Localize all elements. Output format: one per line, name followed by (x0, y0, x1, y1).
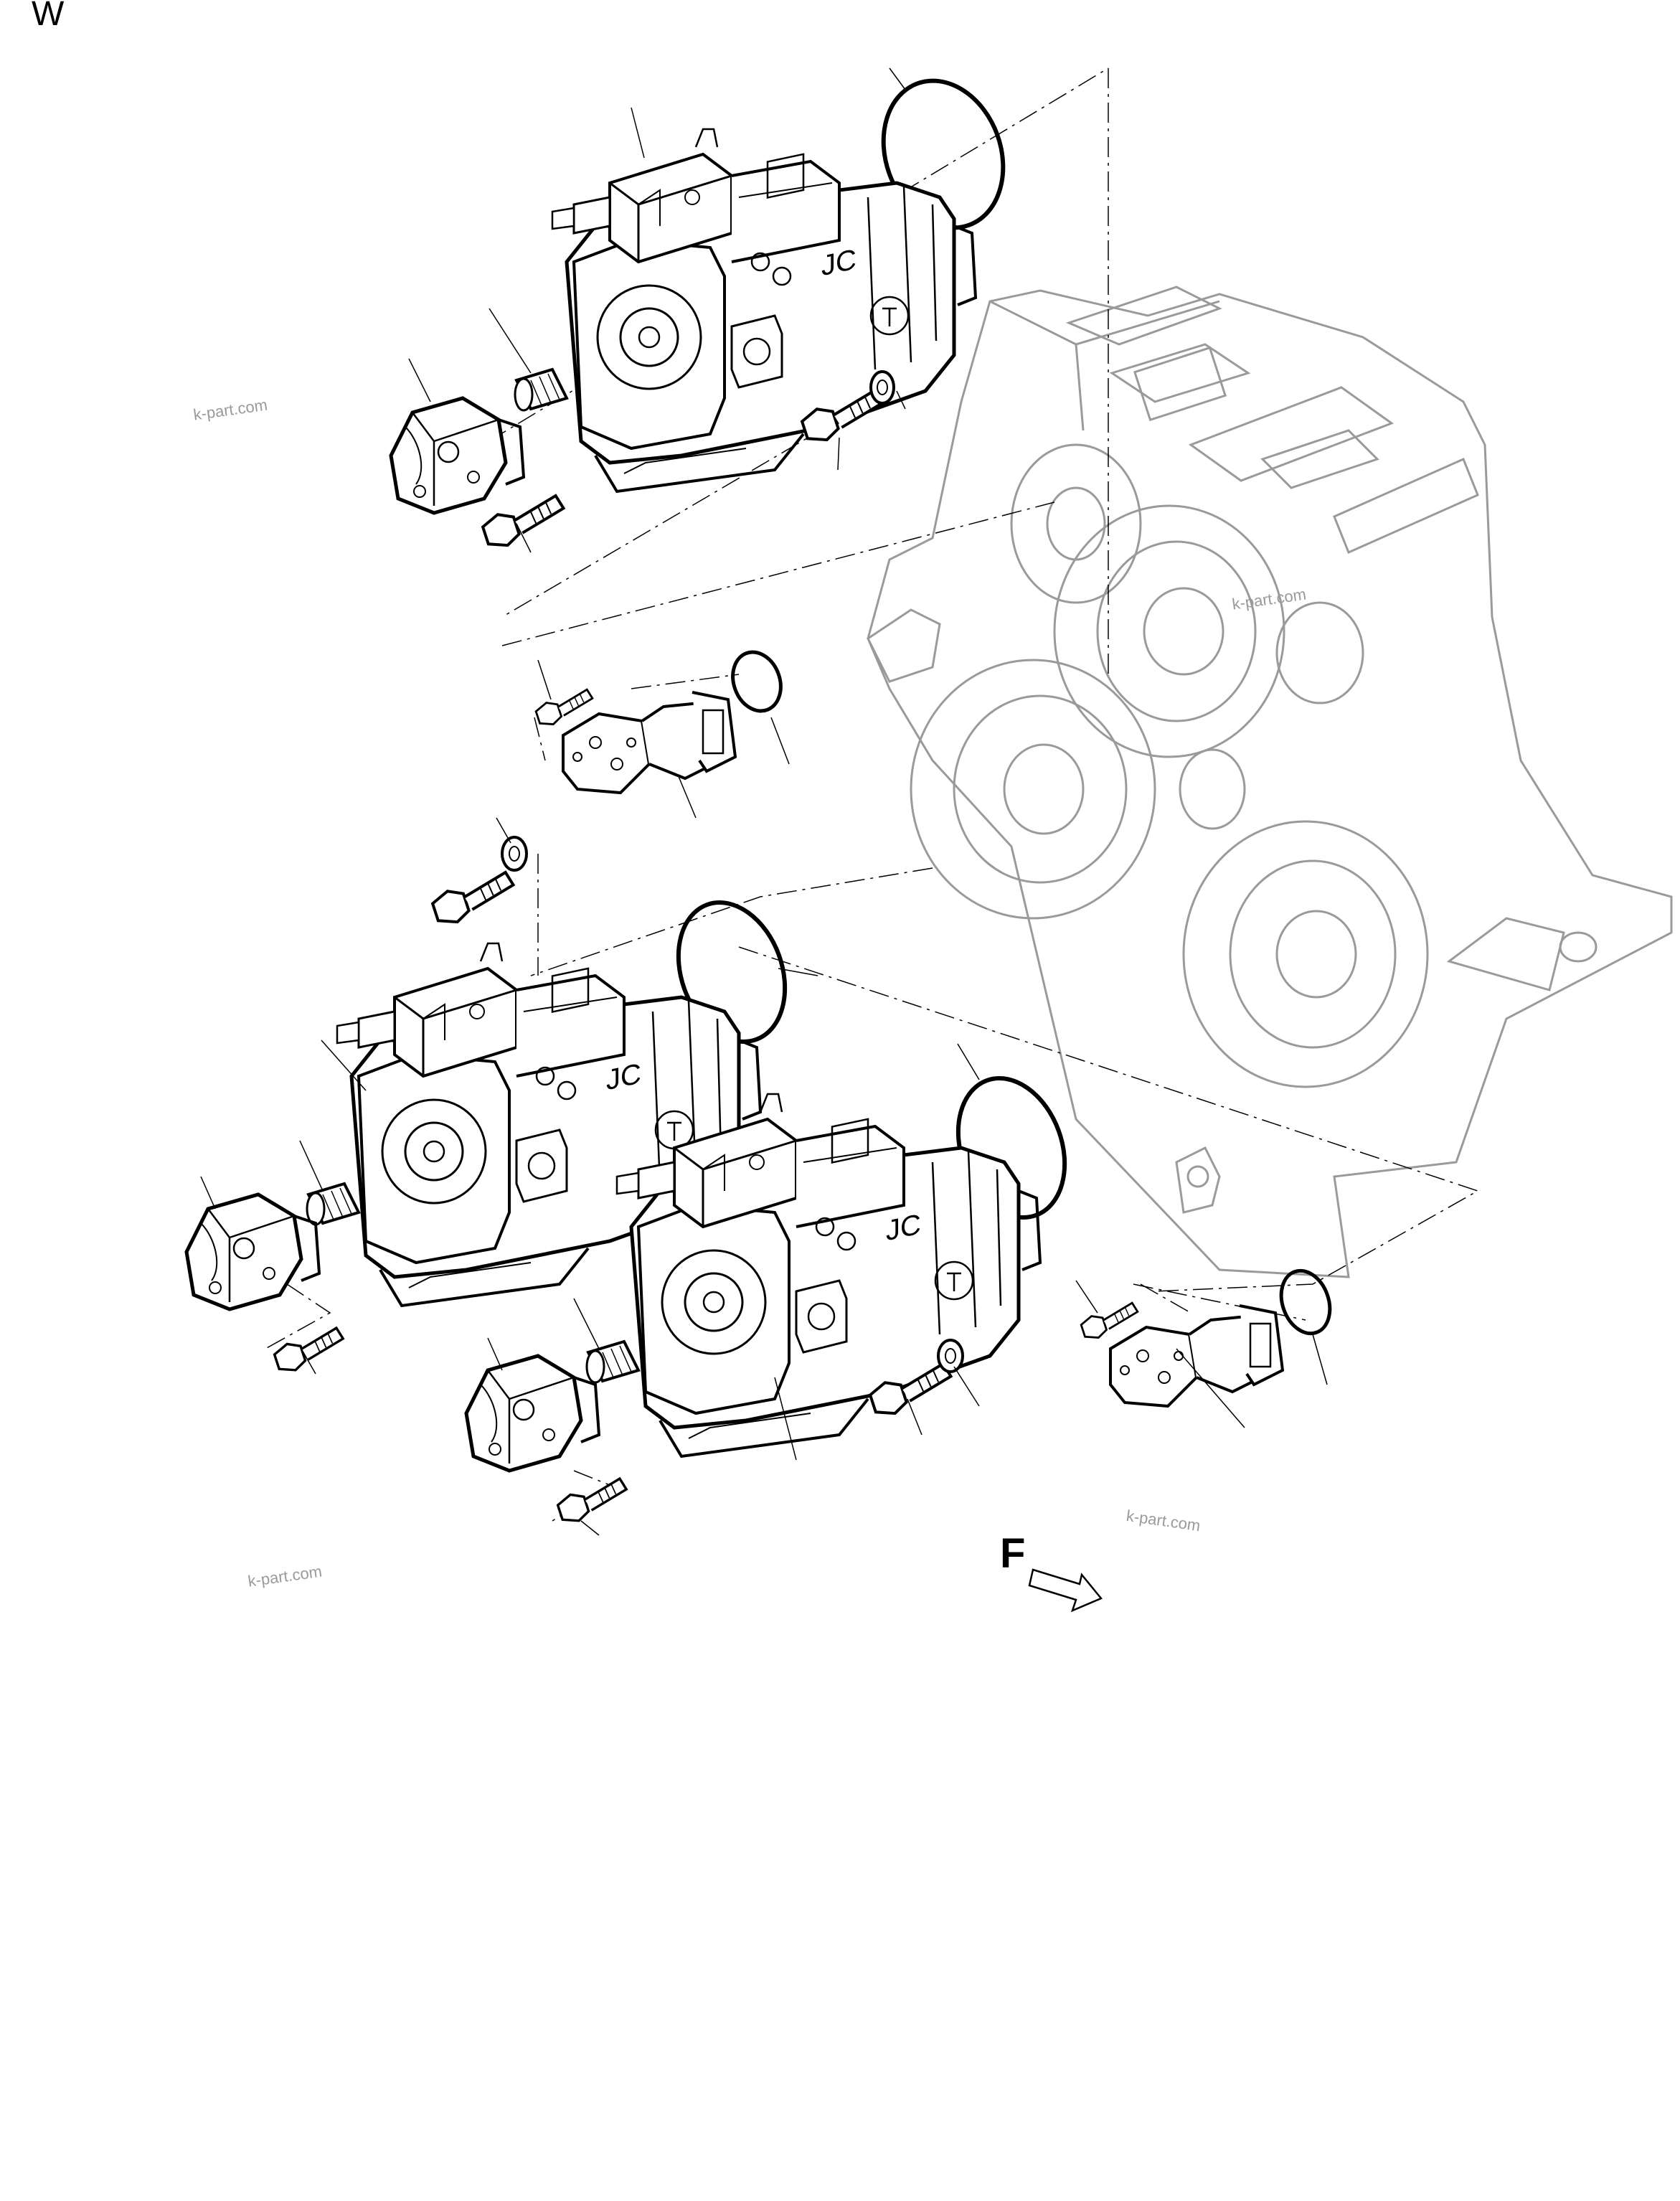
coupling-sleeve (306, 1182, 360, 1226)
corner-label: W (32, 0, 65, 33)
bolt (429, 869, 521, 929)
o-ring (881, 78, 1006, 230)
o-ring (731, 650, 783, 713)
alignment-lines (265, 67, 1479, 1522)
washer (501, 836, 528, 872)
direction-arrow (1028, 1568, 1103, 1613)
bolt (271, 1326, 349, 1377)
auxiliary-pump-upper (562, 691, 737, 794)
coupling-sleeve (585, 1340, 640, 1384)
gear-pump-lower (466, 1356, 599, 1471)
o-ring (676, 900, 788, 1044)
gear-pump-upper (391, 398, 524, 513)
coupling-sleeve (514, 368, 568, 412)
washer (869, 370, 895, 405)
direction-label: F (1000, 1530, 1026, 1577)
main-pump-upper (552, 129, 976, 491)
bolt (479, 493, 571, 552)
o-ring (1279, 1268, 1332, 1336)
bolt (555, 1476, 633, 1527)
auxiliary-pump-lower (1109, 1304, 1284, 1408)
gearbox-housing (867, 286, 1673, 1278)
leader-lines (200, 67, 1328, 1536)
washer (937, 1339, 964, 1373)
